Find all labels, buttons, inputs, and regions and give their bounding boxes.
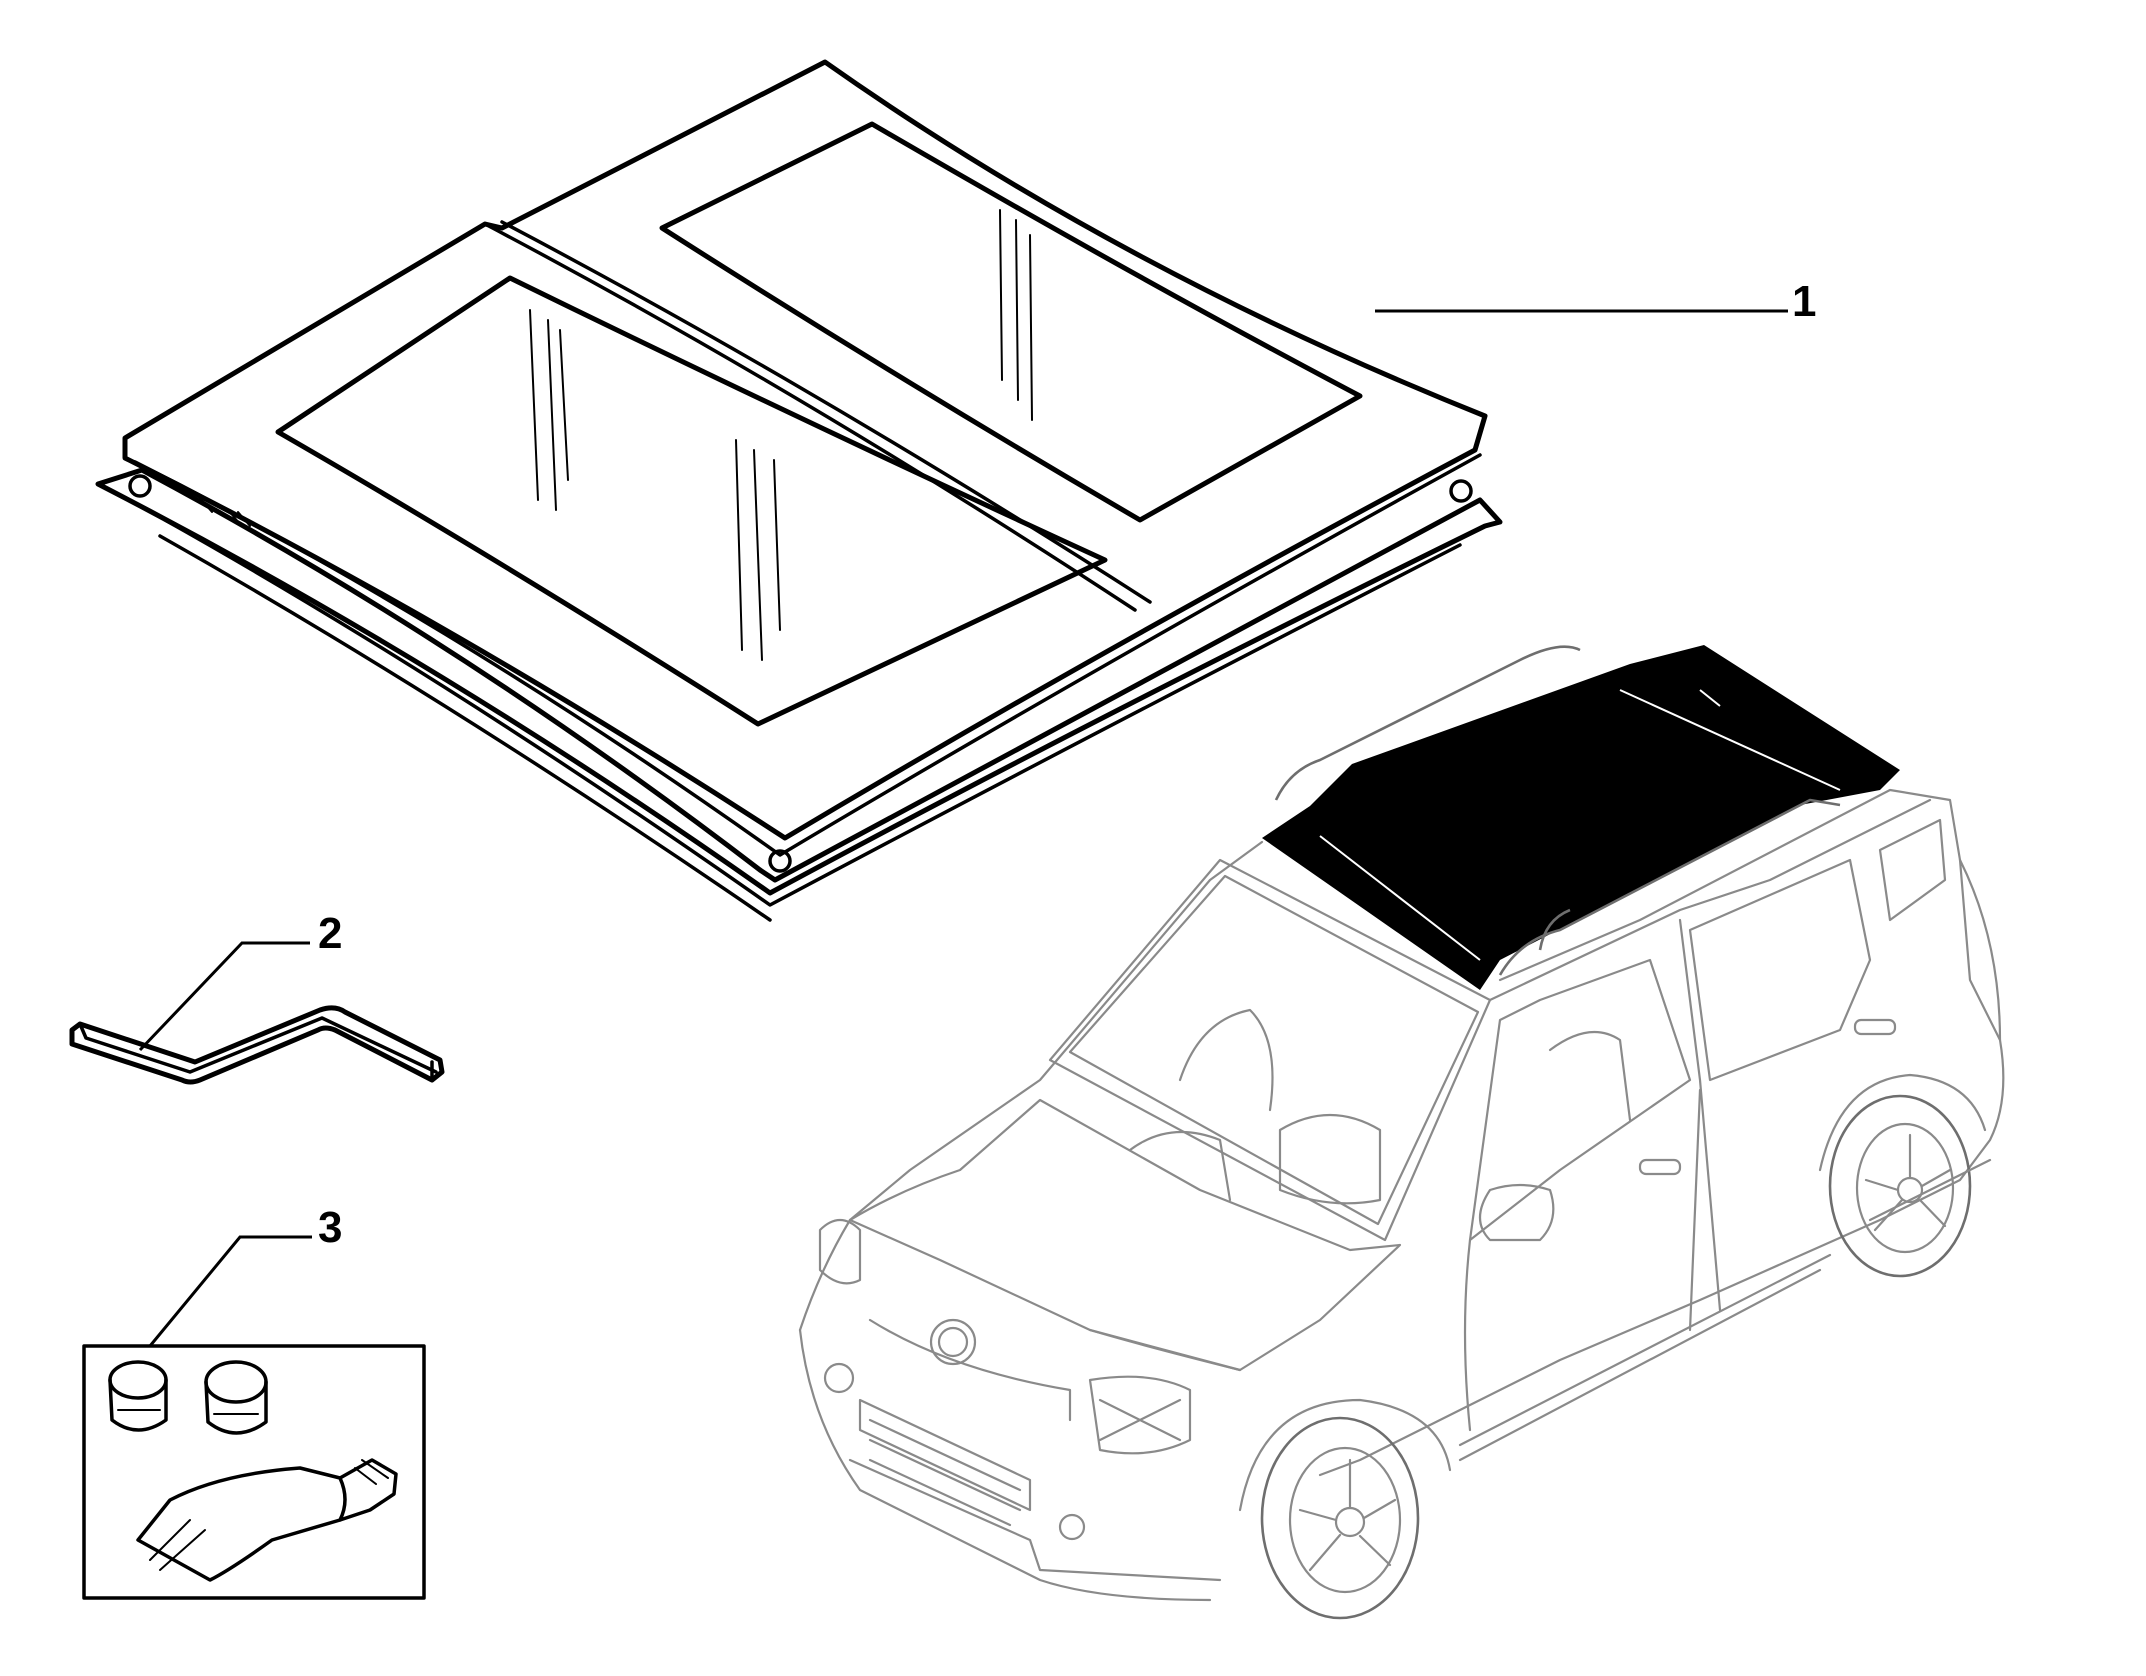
car-roof-panel [1262, 645, 1900, 990]
hex-key[interactable] [69, 1005, 445, 1085]
repair-kit[interactable] [82, 1344, 426, 1600]
callout-3-label: 3 [318, 1203, 342, 1252]
callout-3-leader [148, 1235, 312, 1347]
callout-1-label: 1 [1792, 277, 1816, 326]
callout-2-leader [138, 941, 310, 1052]
car-illustration [798, 645, 2005, 1620]
sunroof-panel[interactable] [95, 59, 1503, 922]
callout-2-label: 2 [318, 909, 342, 958]
